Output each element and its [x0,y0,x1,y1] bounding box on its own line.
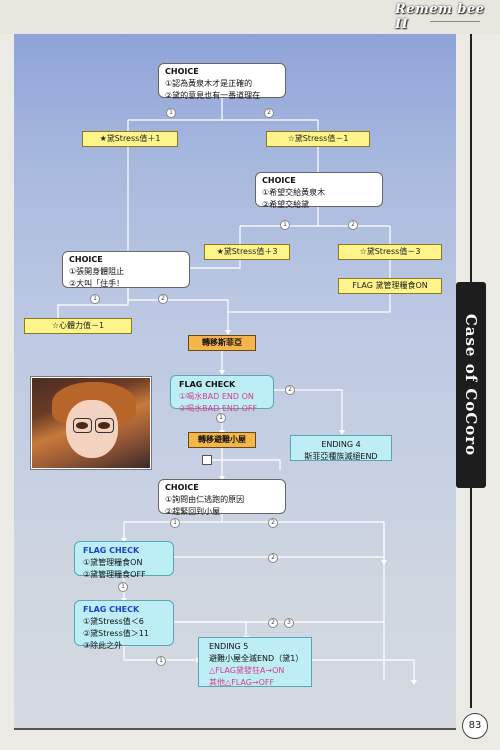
branch-marker: 2 [158,294,168,304]
junction-square [202,455,212,465]
ending-title: ENDING 4 [321,440,361,449]
choice-title: CHOICE [69,255,103,264]
flag-check-item: ①黛Stress值＜6 [83,617,144,626]
stress-plus-3: ★黛Stress值＋3 [204,244,290,260]
stamina-minus: ☆心體力值－1 [24,318,132,334]
choice-title: CHOICE [165,67,199,76]
flag-check-item: ②黛Stress值＞11 [83,629,149,638]
flag-check-1: FLAG CHECK ①喝水BAD END ON ②喝水BAD END OFF [170,375,274,413]
choice-option: ①希望交給黃泉木 [262,188,326,197]
choice-box-4: CHOICE ①詢問由仁逃跑的原因 ②趕緊回到小屋 [158,479,286,516]
flag-check-item: ①喝水BAD END ON [179,392,254,401]
branch-marker: 2 [268,553,278,563]
choice-option: ①張開身體阻止 [69,267,125,276]
choice-option: ②黛的意見也有一番道理在 [165,91,261,100]
stress-plus-1: ★黛Stress值＋1 [82,131,178,147]
header-band [0,0,500,34]
move-hut: 轉移避難小屋 [188,432,256,448]
portrait-eye [76,422,88,429]
flag-check-title: FLAG CHECK [83,605,140,614]
choice-option: ②趕緊回到小屋 [165,507,221,516]
choice-option: ②大叫「住手！ [69,279,125,288]
branch-marker: 1 [216,413,226,423]
logo-underline [430,21,480,28]
branch-marker: 2 [348,220,358,230]
ending-5: ENDING 5 避難小屋全滅END（黛1） △FLAG黛發狂A→ON 其他△F… [198,637,312,687]
branch-marker: 3 [284,618,294,628]
stress-minus-1: ☆黛Stress值－1 [266,131,370,147]
branch-marker: 1 [170,518,180,528]
branch-marker: 2 [264,108,274,118]
choice-option: ①認為黃泉木才是正確的 [165,79,253,88]
choice-option: ①詢問由仁逃跑的原因 [165,495,245,504]
ending-4: ENDING 4 斯菲亞種族滅絕END [290,435,392,461]
side-rule-top [470,34,472,282]
branch-marker: 1 [90,294,100,304]
character-portrait [31,377,151,469]
choice-title: CHOICE [165,483,199,492]
flag-check-3: FLAG CHECK ①黛Stress值＜6 ②黛Stress值＞11 ③除此之… [74,600,174,650]
branch-marker: 1 [166,108,176,118]
flag-food-on: FLAG 黛管理糧食ON [338,278,442,294]
stress-minus-3: ☆黛Stress值－3 [338,244,442,260]
case-tab-label: Case of CoCoro [462,313,480,457]
branch-marker: 1 [156,656,166,666]
ending-name: 斯菲亞種族滅絕END [304,452,378,461]
choice-box-2: CHOICE ①希望交給黃泉木 ②希望交給黛 [255,172,383,209]
branch-marker: 2 [268,518,278,528]
choice-box-3: CHOICE ①張開身體阻止 ②大叫「住手！ [62,251,190,288]
flag-check-title: FLAG CHECK [179,380,236,389]
portrait-glasses [73,418,92,433]
choice-title: CHOICE [262,176,296,185]
portrait-eye [98,422,110,429]
ending-title: ENDING 5 [209,642,249,651]
ending-name: 避難小屋全滅END（黛1） [209,654,304,663]
branch-marker: 2 [285,385,295,395]
branch-marker: 1 [118,582,128,592]
portrait-glasses [95,418,114,433]
ending-flag: △FLAG黛發狂A→ON [209,666,285,675]
branch-marker: 1 [280,220,290,230]
case-tab: Case of CoCoro [456,282,486,488]
flag-check-item: ②喝水BAD END OFF [179,404,258,413]
ending-flag: 其他△FLAG→OFF [209,678,275,687]
choice-option: ②希望交給黛 [262,200,310,209]
flag-check-item: ②黛管理糧食OFF [83,570,146,579]
page-number: 83 [462,713,488,739]
flag-check-title: FLAG CHECK [83,546,140,555]
side-rule-bottom [470,488,472,708]
branch-marker: 2 [268,618,278,628]
move-sophia: 轉移斯菲亞 [188,335,256,351]
choice-box-1: CHOICE ①認為黃泉木才是正確的 ②黛的意見也有一番道理在 [158,63,286,100]
flag-check-item: ③除此之外 [83,641,123,650]
flag-check-item: ①黛管理糧食ON [83,558,143,567]
flag-check-2: FLAG CHECK ①黛管理糧食ON ②黛管理糧食OFF [74,541,174,579]
game-logo: Remem bee II [395,2,485,32]
